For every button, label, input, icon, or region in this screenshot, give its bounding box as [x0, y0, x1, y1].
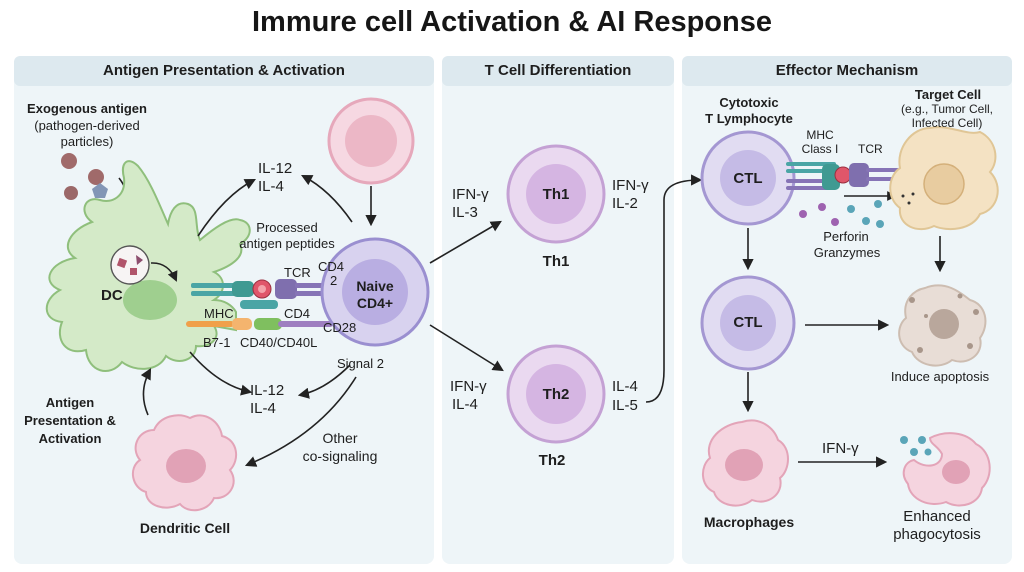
dendritic-cell-label: Dendritic Cell: [139, 520, 231, 536]
exogenous-antigen-sub1: (pathogen-derived: [34, 118, 140, 133]
perforin-label: Perforin: [823, 229, 869, 244]
dc-label: DC: [101, 287, 123, 304]
receptor-complex: [186, 279, 335, 330]
app-label-3: Activation: [38, 431, 102, 446]
il12-bottom-label: IL-12: [250, 382, 285, 399]
mhc-tcr-complex: [786, 162, 900, 190]
target-cell-title: Target Cell: [914, 87, 982, 102]
cd40-label: CD40/CD40L: [240, 335, 318, 350]
ifn-effector-label: IFN-γ: [822, 440, 859, 457]
il4-th2-left-label: IL-4: [452, 396, 478, 413]
tcr-label: TCR: [284, 265, 311, 280]
signal2-label: Signal 2: [337, 356, 384, 371]
il2-label: IL-2: [612, 195, 638, 212]
ifn-th2-left-label: IFN-γ: [450, 378, 487, 395]
th1-caption: Th1: [542, 253, 570, 270]
cytotoxic-label-2: T Lymphocyte: [705, 111, 793, 126]
other-label-1: Other: [322, 430, 358, 446]
mhc-label: MHC: [204, 306, 234, 321]
target-cell-sub1: (e.g., Tumor Cell,: [900, 102, 994, 116]
ifn-th1-right-label: IFN-γ: [612, 177, 649, 194]
b71-label: B7-1: [203, 335, 231, 350]
enhanced-label-2: phagocytosis: [893, 526, 981, 543]
enhanced-label-1: Enhanced: [903, 508, 971, 525]
cd28-label: CD28: [323, 320, 357, 335]
apoptosis-label: Induce apoptosis: [890, 369, 990, 384]
naive-label-1: Naive: [356, 278, 394, 294]
perforin-granules: [799, 200, 884, 228]
ifn-th1-left-label: IFN-γ: [452, 186, 489, 203]
ctl-top-label: CTL: [733, 170, 763, 187]
macrophages-label: Macrophages: [703, 514, 795, 530]
il3-label: IL-3: [452, 204, 478, 221]
cytotoxic-label-1: Cytotoxic: [719, 95, 779, 110]
dc-nucleus: [123, 280, 177, 320]
mhc-class-label-2: Class I: [801, 142, 839, 156]
target-cell-sub2: Infected Cell): [911, 116, 983, 130]
cd4-2-label-a: CD4: [318, 259, 345, 274]
il4-top-label: IL-4: [258, 178, 284, 195]
naive-label-2: CD4+: [356, 295, 394, 311]
app-label-1: Antigen: [45, 395, 95, 410]
panel-heading-antigen: Antigen Presentation & Activation: [14, 56, 434, 86]
exogenous-antigen-label: Exogenous antigen: [27, 101, 147, 116]
processed-label-1: Processed: [256, 220, 318, 235]
il4-th2-right-label: IL-4: [612, 378, 638, 395]
processed-label-2: antigen peptides: [239, 236, 335, 251]
panel-tcell-bg: [442, 56, 674, 564]
il12-top-label: IL-12: [258, 160, 293, 177]
other-label-2: co-signaling: [302, 448, 378, 464]
th2-caption: Th2: [538, 452, 566, 469]
mhc-class-label-1: MHC: [806, 128, 834, 142]
il4-bottom-label: IL-4: [250, 400, 276, 417]
cd4-label: CD4: [284, 306, 311, 321]
granzymes-label: Granzymes: [813, 245, 881, 260]
tcr-effector-label: TCR: [858, 142, 883, 156]
page-title: Immure cell Activation & AI Response: [252, 6, 772, 38]
panel-heading-effector: Effector Mechanism: [682, 56, 1012, 86]
il5-label: IL-5: [612, 397, 638, 414]
th2-cell-label: Th2: [542, 386, 570, 403]
th1-cell-label: Th1: [542, 186, 570, 203]
app-label-2: Presentation &: [24, 413, 116, 428]
dc-vesicle: [110, 245, 150, 285]
cd4-2-label-b: 2: [330, 273, 338, 288]
ctl-mid-label: CTL: [733, 314, 763, 331]
exogenous-antigen-sub2: particles): [60, 134, 114, 149]
panel-heading-tcell: T Cell Differentiation: [442, 56, 674, 86]
